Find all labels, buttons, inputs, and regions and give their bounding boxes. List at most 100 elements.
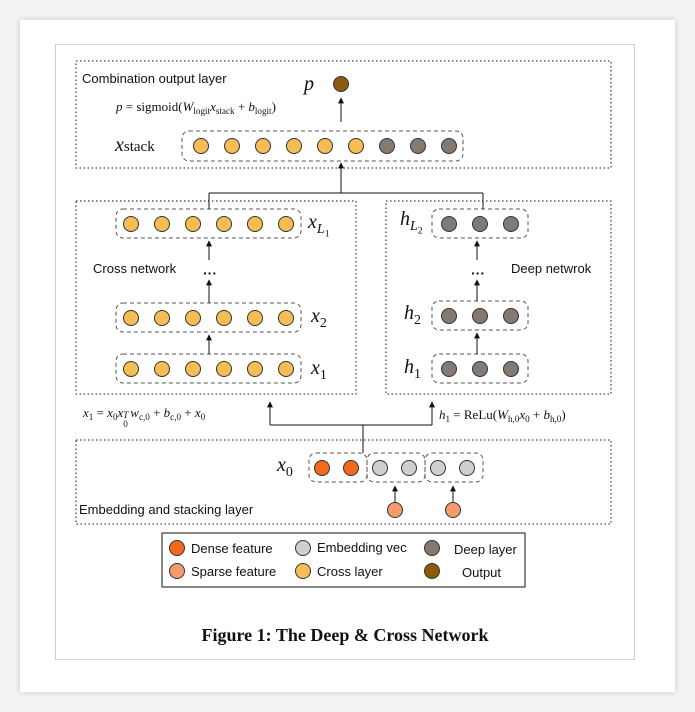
stack-group: [181, 130, 464, 162]
legend-dense-label: Dense feature: [191, 541, 273, 556]
embedding-group-2: [424, 452, 484, 483]
legend-sparse-label: Sparse feature: [191, 564, 277, 579]
stack-node: [255, 138, 271, 154]
h2-label: h2: [404, 303, 421, 327]
ceq-x0b: x: [194, 405, 201, 420]
deq-b: b: [543, 407, 550, 422]
cross-node: [216, 361, 232, 377]
ceq-x1-sub: 1: [88, 412, 94, 423]
dense-group: [308, 452, 368, 483]
ceq-b-sub: c,0: [170, 412, 182, 423]
h2-sub: 2: [414, 312, 421, 328]
deep-h2-group: [431, 300, 529, 331]
cross-node: [185, 310, 201, 326]
deep-h1-group: [431, 353, 529, 384]
deep-network-box: [385, 200, 612, 395]
x-stack-x: x: [115, 134, 124, 156]
deep-equation: h1 = ReLu(Wh,0x0 + bh,0): [439, 407, 566, 425]
deep-node: [472, 216, 488, 232]
x-L1-L-letter: L: [316, 221, 325, 237]
deep-ellipsis: ···: [471, 265, 485, 281]
stack-node: [410, 138, 426, 154]
cross-node: [216, 310, 232, 326]
eq-p: p: [116, 99, 123, 114]
cross-equation: x1 = x0xT0wc,0 + bc,0 + x0: [83, 405, 206, 429]
legend-embedding-label: Embedding vec: [317, 540, 407, 555]
h1-h: h: [404, 356, 414, 378]
embedding-node: [430, 460, 446, 476]
legend-embedding-swatch: [295, 540, 311, 556]
deq-relu: = ReLu(: [450, 407, 498, 422]
eq-sigmoid: = sigmoid(: [122, 99, 183, 114]
h-L2-h: h: [400, 208, 410, 230]
embedding-group-1: [366, 452, 426, 483]
deep-node: [441, 308, 457, 324]
stack-node: [286, 138, 302, 154]
cross-node: [247, 310, 263, 326]
cross-ellipsis: ···: [203, 265, 217, 281]
ceq-x0T: x: [117, 405, 124, 420]
x-stack-sub: stack: [123, 139, 155, 155]
stack-node: [441, 138, 457, 154]
h-L2-label: hL2: [400, 208, 423, 237]
eq-x: x: [210, 99, 216, 114]
output-equation: p = sigmoid(Wlogitxstack + blogit): [116, 99, 276, 117]
deep-node: [472, 361, 488, 377]
deep-node: [441, 361, 457, 377]
embedding-node: [459, 460, 475, 476]
deep-node: [503, 308, 519, 324]
deep-node: [503, 361, 519, 377]
dense-node: [343, 460, 359, 476]
cross-node: [278, 310, 294, 326]
legend-output-swatch: [424, 563, 440, 579]
ceq-plus2: +: [181, 405, 195, 420]
eq-W-sub: logit: [193, 106, 211, 117]
x0-sub: 0: [285, 464, 293, 480]
eq-x-sub: stack: [215, 106, 235, 117]
ceq-b: b: [163, 405, 171, 420]
x2-x: x: [311, 305, 320, 327]
dense-node: [314, 460, 330, 476]
ceq-w-sub: c,0: [138, 412, 150, 423]
x0-x: x: [277, 454, 286, 476]
h1-label: h1: [404, 356, 421, 381]
eq-b: b: [248, 99, 255, 114]
cross-x2-group: [115, 302, 302, 333]
cross-node: [185, 361, 201, 377]
embedding-node: [372, 460, 388, 476]
x-L1-x: x: [308, 211, 317, 233]
cross-node: [278, 361, 294, 377]
deq-close: ): [561, 407, 566, 422]
ceq-x1: x: [83, 405, 89, 420]
eq-b-sub: logit: [254, 106, 272, 117]
sparse-node: [445, 502, 461, 518]
deq-b-sub: h,0: [549, 414, 562, 425]
x1-sub: 1: [319, 367, 327, 383]
deq-h1: h: [439, 407, 446, 422]
x1-x: x: [311, 357, 320, 379]
h1-sub: 1: [414, 366, 421, 382]
ceq-x0-sub: 0: [112, 412, 118, 423]
legend-box: [161, 532, 526, 588]
eq-plus: +: [234, 99, 249, 114]
x-L1-L: L1: [316, 221, 330, 240]
legend-deep-label: Deep layer: [454, 542, 517, 557]
x0-label: x0: [277, 454, 293, 479]
legend-sparse-swatch: [169, 563, 185, 579]
x-L1-L-sub: 1: [324, 228, 330, 240]
legend-dense-swatch: [169, 540, 185, 556]
legend-cross-swatch: [295, 563, 311, 579]
cross-node: [278, 216, 294, 232]
legend-cross-label: Cross layer: [317, 564, 383, 579]
embedding-node: [401, 460, 417, 476]
ceq-x0: x: [107, 405, 113, 420]
cross-node: [154, 361, 170, 377]
legend-output-label: Output: [462, 565, 502, 580]
deq-x0: x: [519, 407, 526, 422]
h-L2-L-sub: 2: [417, 225, 423, 237]
cross-node: [185, 216, 201, 232]
h-L2-L: L2: [410, 219, 423, 237]
cross-node: [247, 216, 263, 232]
ceq-x0b-sub: 0: [200, 412, 206, 423]
